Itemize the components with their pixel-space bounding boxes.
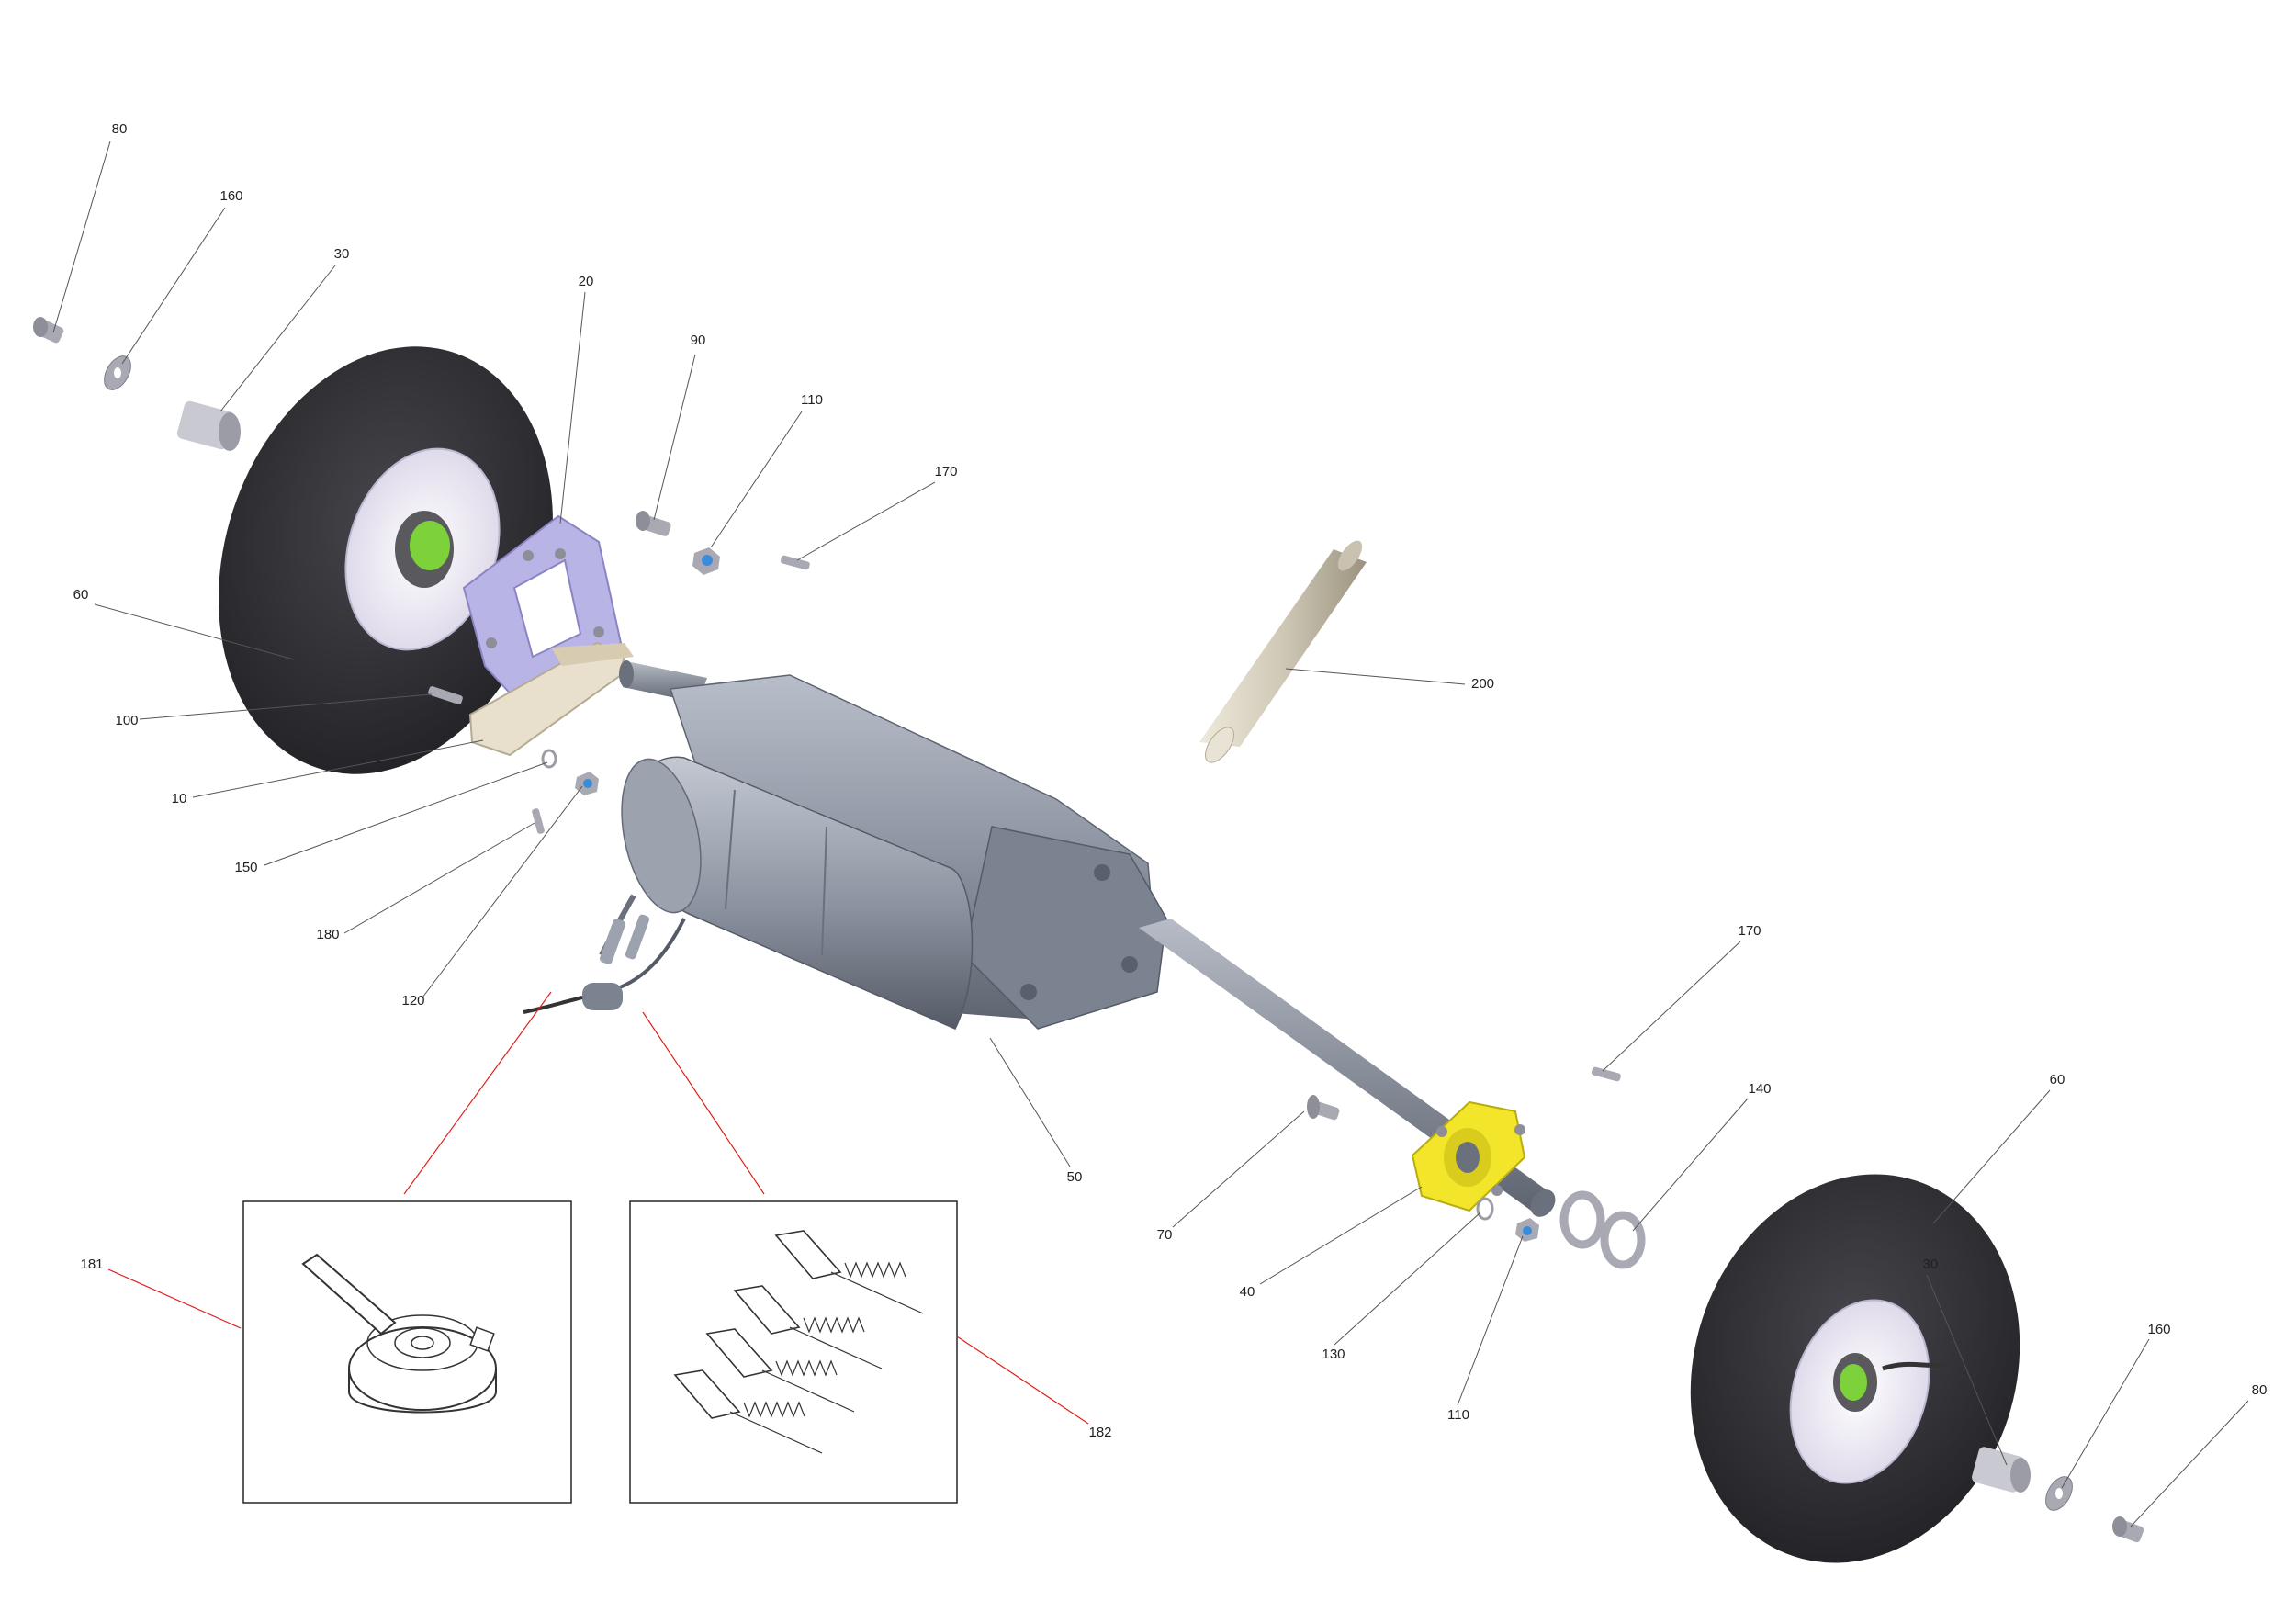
callout-182: 182: [1088, 1425, 1111, 1440]
bolt-70: [1307, 1095, 1340, 1121]
right-bolt-80: [2112, 1516, 2144, 1543]
pin-200: [1199, 540, 1367, 763]
callout-10: 10: [172, 791, 187, 806]
nut-110-bottom: [1515, 1218, 1539, 1242]
callout-30-top: 30: [334, 246, 350, 262]
callout-170-top: 170: [934, 464, 957, 479]
left-hub-bearing: [410, 521, 450, 570]
callout-200: 200: [1471, 676, 1494, 692]
washer-140-b: [1600, 1211, 1646, 1269]
key-170-top: [780, 555, 810, 570]
callout-160-top: 160: [219, 188, 242, 204]
left-spacer-30: [176, 400, 241, 451]
right-wheel: [1690, 1174, 2020, 1563]
callout-150: 150: [234, 860, 257, 875]
callout-182-leader: [956, 1336, 1089, 1425]
callout-160-bottom: 160: [2147, 1322, 2170, 1337]
callout-20: 20: [579, 274, 594, 289]
callout-70: 70: [1157, 1227, 1173, 1243]
callout-80-top: 80: [112, 121, 128, 137]
inset-182-leader: [642, 1011, 765, 1195]
callout-50: 50: [1067, 1169, 1083, 1185]
nut-120: [575, 772, 599, 795]
transaxle-50: [523, 660, 1556, 1217]
bolt-100: [428, 686, 463, 704]
callout-181-leader: [107, 1268, 242, 1329]
bolt-90: [636, 511, 671, 536]
callout-180: 180: [316, 927, 339, 942]
callout-90: 90: [691, 332, 706, 348]
right-hub-bearing: [1840, 1364, 1867, 1401]
callout-30-bottom: 30: [1923, 1257, 1939, 1272]
flange-40: [1411, 1100, 1526, 1212]
pin-180: [532, 808, 545, 834]
washer-140-a: [1559, 1190, 1605, 1249]
callout-110-top: 110: [801, 392, 823, 408]
callout-60-right: 60: [2050, 1072, 2065, 1088]
inset-181-leader: [403, 991, 552, 1195]
nut-110-top: [692, 547, 720, 575]
washer-130: [1476, 1197, 1494, 1221]
callout-80-bottom: 80: [2252, 1382, 2268, 1398]
leader-lines: [52, 141, 2249, 1527]
left-wheel: [219, 346, 553, 774]
right-spacer-30: [1972, 1447, 2031, 1493]
washer-150: [541, 749, 557, 769]
left-bolt-80: [33, 317, 64, 344]
callout-110-bottom: 110: [1447, 1407, 1469, 1423]
callout-130: 130: [1322, 1347, 1345, 1362]
callout-120: 120: [401, 993, 424, 1009]
callout-181: 181: [80, 1257, 103, 1272]
key-170-bottom: [1591, 1066, 1621, 1082]
callout-40: 40: [1240, 1284, 1255, 1300]
inset-182: [629, 1200, 958, 1504]
callout-100: 100: [115, 713, 138, 728]
callout-140: 140: [1748, 1081, 1771, 1097]
callout-60-left: 60: [73, 587, 89, 603]
callout-170-bottom: 170: [1738, 923, 1761, 939]
callout-labels: 80 160 30 20 90 110 170 60 200 100 10 15…: [73, 121, 2268, 1440]
inset-181: [242, 1200, 572, 1504]
